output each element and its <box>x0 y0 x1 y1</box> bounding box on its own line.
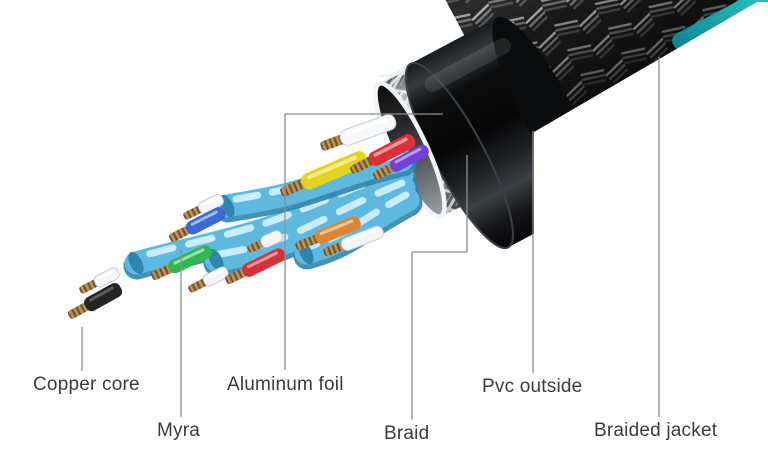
wire-black <box>67 282 123 319</box>
wire-yellow <box>280 151 368 197</box>
wire-white <box>323 225 384 257</box>
label-braid: Braid <box>384 423 430 444</box>
wire-purple <box>372 144 429 180</box>
leader-aluminum-foil <box>284 113 443 370</box>
leader-lines <box>81 57 660 420</box>
wire-white <box>183 194 224 220</box>
wire-red <box>225 248 286 285</box>
leader-braid <box>411 155 468 420</box>
wire-white <box>320 114 397 151</box>
wire-orange <box>295 216 361 251</box>
wire-white <box>188 266 229 293</box>
background-mask <box>534 2 768 320</box>
wire-red <box>350 134 416 174</box>
braided-jacket-layer <box>423 0 768 142</box>
label-copper-core: Copper core <box>33 374 140 395</box>
wire-white <box>247 230 283 253</box>
label-braided-jacket: Braided jacket <box>594 420 718 441</box>
label-aluminum-foil: Aluminum foil <box>227 374 344 395</box>
label-pvc-outside: Pvc outside <box>482 376 583 397</box>
wire-white <box>79 267 120 294</box>
wire-blue <box>168 207 226 242</box>
teal-sheen <box>672 0 768 50</box>
twisted-pair <box>203 176 419 277</box>
label-myra: Myra <box>157 420 201 441</box>
